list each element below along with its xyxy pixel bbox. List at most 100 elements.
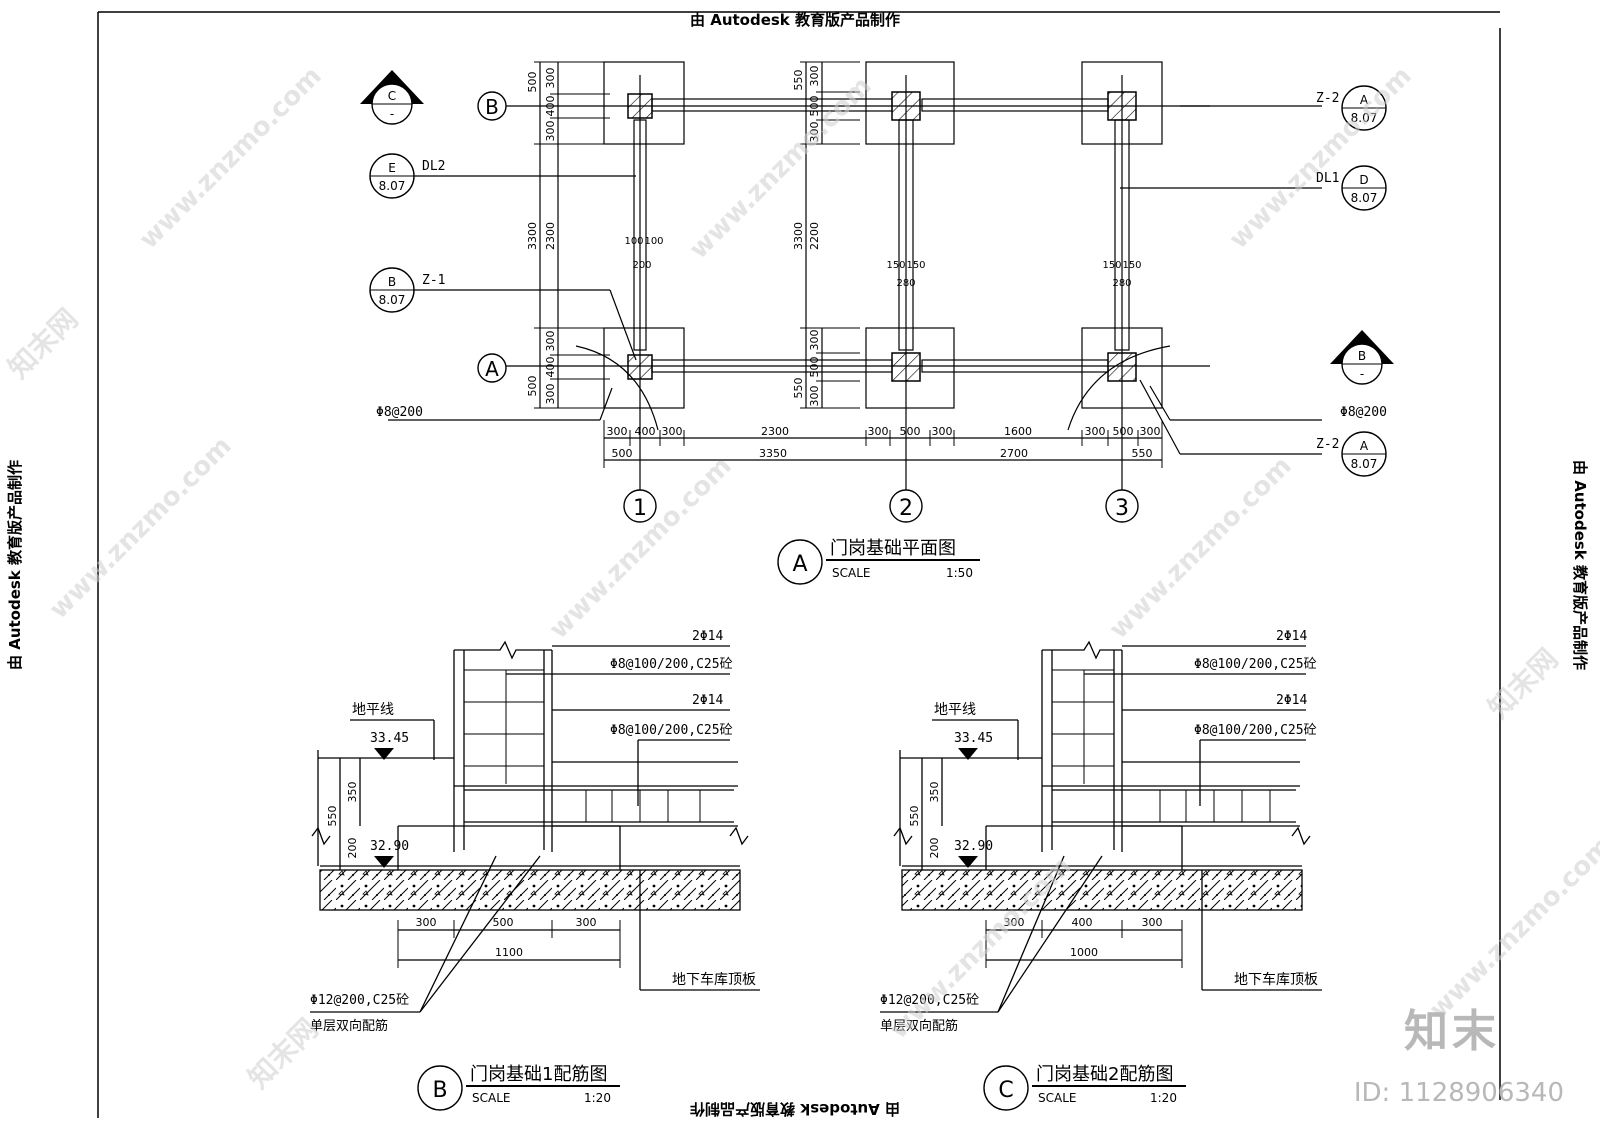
svg-text:33.45: 33.45: [370, 731, 409, 746]
detail-2-title: 门岗基础2配筋图: [1036, 1064, 1173, 1085]
svg-text:400: 400: [544, 357, 557, 378]
svg-text:300: 300: [544, 384, 557, 405]
detail-2-text: 2Φ14 Φ8@100/200,C25砼 2Φ14 Φ8@100/200,C25…: [880, 629, 1318, 1034]
svg-text:150: 150: [1122, 260, 1141, 271]
foundation-plan: [388, 61, 1322, 490]
svg-text:1:20: 1:20: [1150, 1091, 1177, 1105]
svg-text:1600: 1600: [1004, 425, 1032, 438]
svg-text:知末网: 知末网: [2, 302, 85, 385]
callout-e-dl2: E 8.07 DL2: [369, 153, 445, 199]
svg-text:Z-2: Z-2: [1316, 437, 1339, 452]
rebar-note-left: Φ8@200: [376, 405, 423, 420]
svg-text:www.znzmo.com: www.znzmo.com: [134, 61, 328, 255]
svg-text:300: 300: [544, 121, 557, 142]
svg-text:280: 280: [1112, 278, 1131, 289]
svg-text:300: 300: [932, 425, 953, 438]
svg-text:500: 500: [1113, 425, 1134, 438]
svg-text:DL2: DL2: [422, 159, 445, 174]
edu-banner-bottom: 由 Autodesk 教育版产品制作: [690, 1100, 900, 1118]
detail-2-title-block: C 门岗基础2配筋图 SCALE 1:20: [983, 1064, 1186, 1111]
svg-text:2Φ14: 2Φ14: [1276, 629, 1307, 644]
svg-text:E: E: [388, 161, 396, 175]
svg-text:www.znzmo.com: www.znzmo.com: [44, 431, 238, 625]
edu-banner-top: 由 Autodesk 教育版产品制作: [690, 11, 900, 29]
detail-1-text: 2Φ14 Φ8@100/200,C25砼 2Φ14 Φ8@100/200,C25…: [310, 629, 756, 1034]
detail-1-title-block: B 门岗基础1配筋图 SCALE 1:20: [417, 1064, 620, 1111]
svg-text:知末网: 知末网: [1482, 642, 1565, 725]
svg-text:2300: 2300: [544, 222, 557, 250]
svg-text:C: C: [998, 1078, 1013, 1103]
svg-text:550: 550: [908, 806, 921, 827]
svg-text:Z-2: Z-2: [1316, 91, 1339, 106]
svg-text:200: 200: [632, 260, 651, 271]
svg-text:A: A: [1360, 93, 1369, 107]
svg-text:550: 550: [1132, 447, 1153, 460]
callout-b-z1: B 8.07 Z-1: [369, 267, 445, 313]
svg-text:300: 300: [416, 916, 437, 929]
svg-text:www.znzmo.com: www.znzmo.com: [544, 451, 738, 645]
svg-text:100: 100: [644, 236, 663, 247]
svg-text:100: 100: [624, 236, 643, 247]
svg-text:2Φ14: 2Φ14: [692, 693, 723, 708]
svg-text:300: 300: [1085, 425, 1106, 438]
svg-text:2Φ14: 2Φ14: [1276, 693, 1307, 708]
section-marker-c: C -: [360, 70, 424, 125]
svg-text:300: 300: [808, 386, 821, 407]
svg-text:550: 550: [792, 378, 805, 399]
svg-text:地平线: 地平线: [352, 702, 394, 718]
svg-text:550: 550: [326, 806, 339, 827]
edu-banner-left: 由 Autodesk 教育版产品制作: [6, 460, 24, 670]
svg-text:地下车库顶板: 地下车库顶板: [1234, 971, 1318, 988]
detail-1-elev-markers: [374, 748, 394, 868]
svg-text:SCALE: SCALE: [832, 566, 870, 580]
plan-title-block: A 门岗基础平面图 SCALE 1:50: [777, 538, 980, 585]
svg-text:-: -: [1360, 367, 1364, 381]
svg-text:2700: 2700: [1000, 447, 1028, 460]
svg-text:300: 300: [544, 331, 557, 352]
plan-beam-dims: 100 100 200 150 150 280 150 150 280: [624, 236, 1141, 289]
axis-label-2: 2: [899, 496, 913, 521]
svg-text:300: 300: [544, 68, 557, 89]
axis-label-1: 1: [633, 496, 647, 521]
axis-label-3: 3: [1115, 496, 1129, 521]
svg-text:SCALE: SCALE: [1038, 1091, 1076, 1105]
svg-text:350: 350: [928, 782, 941, 803]
svg-text:300: 300: [1004, 916, 1025, 929]
svg-text:Φ8@100/200,C25砼: Φ8@100/200,C25砼: [610, 723, 733, 738]
svg-text:单层双向配筋: 单层双向配筋: [880, 1018, 958, 1034]
svg-text:3300: 3300: [792, 222, 805, 250]
brand-id: ID: 1128906340: [1353, 1078, 1564, 1108]
svg-text:400: 400: [1072, 916, 1093, 929]
svg-text:200: 200: [346, 838, 359, 859]
svg-text:150: 150: [1102, 260, 1121, 271]
svg-text:500: 500: [526, 72, 539, 93]
sheet-border: [97, 11, 1501, 1118]
detail-1: [310, 640, 760, 1013]
svg-text:300: 300: [1142, 916, 1163, 929]
svg-text:Φ12@200,C25砼: Φ12@200,C25砼: [310, 993, 409, 1008]
svg-text:300: 300: [662, 425, 683, 438]
svg-text:300: 300: [607, 425, 628, 438]
svg-text:280: 280: [896, 278, 915, 289]
svg-text:550: 550: [792, 70, 805, 91]
svg-text:3350: 3350: [759, 447, 787, 460]
svg-text:SCALE: SCALE: [472, 1091, 510, 1105]
svg-text:8.07: 8.07: [379, 179, 406, 193]
callout-a-z2-top: A 8.07 Z-2: [1316, 85, 1387, 131]
svg-text:500: 500: [808, 96, 821, 117]
svg-text:Φ8@100/200,C25砼: Φ8@100/200,C25砼: [1194, 723, 1317, 738]
svg-text:地下车库顶板: 地下车库顶板: [672, 971, 756, 988]
svg-text:300: 300: [808, 66, 821, 87]
svg-text:2Φ14: 2Φ14: [692, 629, 723, 644]
svg-text:Φ8@100/200,C25砼: Φ8@100/200,C25砼: [1194, 657, 1317, 672]
brand-logo: 知末: [1404, 1006, 1500, 1057]
svg-text:500: 500: [900, 425, 921, 438]
section-marker-b: B -: [1330, 330, 1394, 385]
svg-text:8.07: 8.07: [379, 293, 406, 307]
plan-dims-left: 500 300 400 300 3300 2300 300 400 300 50…: [526, 68, 557, 405]
svg-text:C: C: [388, 89, 396, 103]
svg-text:单层双向配筋: 单层双向配筋: [310, 1018, 388, 1034]
svg-text:2200: 2200: [808, 222, 821, 250]
svg-text:-: -: [390, 107, 394, 121]
detail-2-elev-markers: [958, 748, 978, 868]
